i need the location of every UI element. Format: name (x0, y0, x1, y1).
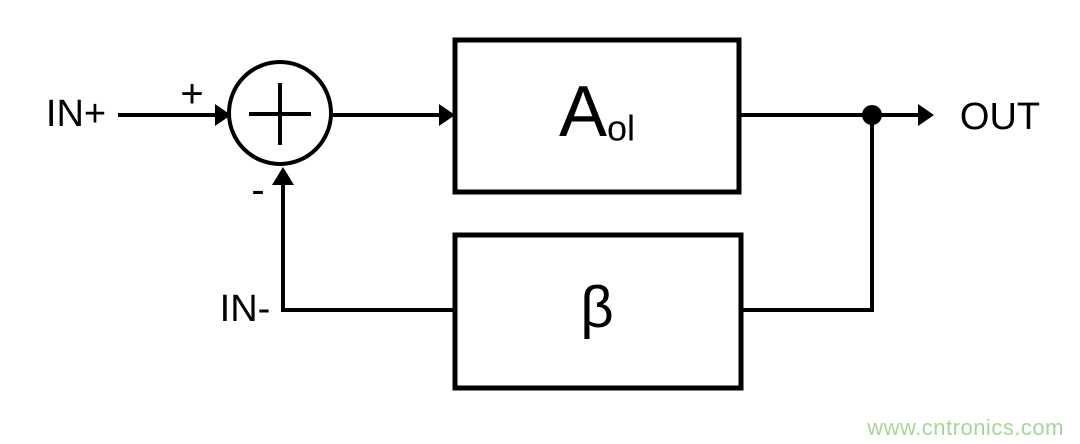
arrowhead-into-summing-bottom-icon (272, 167, 294, 185)
arrowhead-to-out-icon (918, 104, 934, 126)
input-negative-label: IN- (219, 288, 271, 330)
feedback-block-label: β (580, 275, 614, 340)
summing-junction-circle (227, 60, 333, 166)
arrowhead-into-gain-icon (439, 104, 455, 126)
summing-plus-port-sign: + (180, 72, 204, 116)
output-label: OUT (959, 96, 1041, 138)
arrowhead-into-summing-icon (215, 104, 231, 126)
gain-block-label-subscript: ol (607, 107, 636, 149)
output-node-dot (862, 105, 882, 125)
gain-block-label: Aol (559, 76, 635, 148)
gain-block-box (452, 37, 742, 195)
summing-minus-port-sign: - (251, 168, 265, 212)
watermark-text: www.cntronics.com (867, 415, 1064, 440)
gain-block-label-base: A (558, 72, 607, 152)
input-positive-label: IN+ (45, 93, 107, 135)
